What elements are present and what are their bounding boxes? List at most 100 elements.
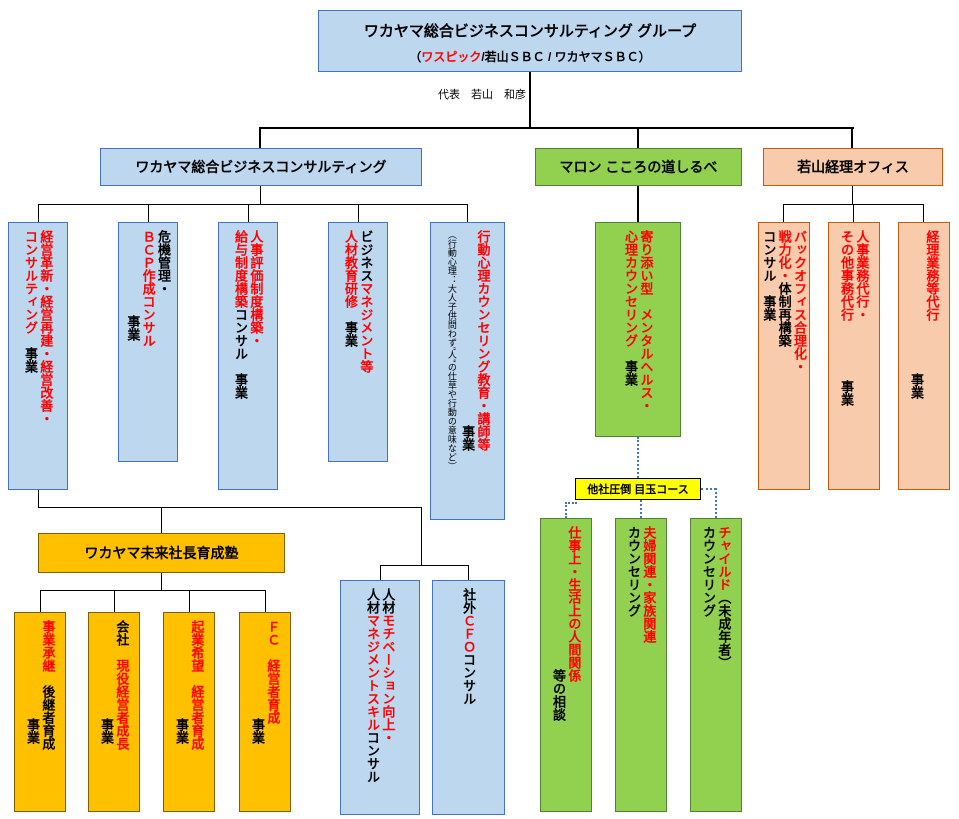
text-segment: 体制再構築	[776, 282, 792, 347]
box-keiei-kakushin: 経営革新・経営再建・経営改善・コンサルティング事業	[8, 222, 68, 490]
text-segment: 事業	[99, 717, 114, 744]
text-segment: 事業承継	[40, 620, 56, 672]
text-segment: ビジネス	[358, 230, 374, 282]
text-segment: /若山ＳＢＣ / ワカヤマＳＢＣ）	[481, 50, 651, 64]
box-ningen-kankei: 仕事上・生活上の人間関係等の相談	[540, 518, 592, 812]
box-back-office: バックオフィス合理化・戦力化・体制再構築コンサル事業	[758, 222, 810, 490]
text-segment: 心理カウンセリング	[623, 230, 638, 347]
text-segment: ＦＣ	[265, 620, 281, 646]
text-segment: コンサル	[761, 230, 777, 282]
dotted-connector	[701, 488, 716, 490]
text-segment: 行動心理カウンセリング教育・講師等	[475, 230, 491, 451]
text-segment: （未成年者）	[716, 591, 732, 669]
text-segment: 事業	[343, 321, 358, 347]
connector	[148, 204, 149, 222]
header-keiri-office: 若山経理オフィス	[763, 148, 943, 186]
header-consulting: ワカヤマ総合ビジネスコンサルティング	[100, 148, 422, 186]
text-segment: 事業	[233, 373, 248, 399]
box-text: 人事業務代行・その他事務代行事業	[839, 230, 870, 482]
box-text: 人材モチベーション向上・人材マネジメントスキルコンサル	[365, 588, 396, 807]
text-segment: コンサルティング	[23, 230, 38, 334]
box-text: 寄り添い型 メンタルヘルス・心理カウンセリング事業	[623, 230, 653, 429]
connector	[783, 204, 784, 222]
text-segment: 経営革新・経営再建・経営改善・	[38, 230, 54, 425]
text-segment: マネジメント等	[358, 282, 374, 373]
connector	[468, 565, 469, 580]
connector	[38, 204, 39, 222]
text-segment: 起業希望	[189, 620, 205, 672]
connector-trunk-horizontal	[259, 127, 854, 129]
connector-left-group-rail	[38, 204, 468, 205]
text-segment: コンサル	[365, 731, 380, 783]
text-segment: ワスピック	[421, 50, 482, 64]
box-fc-keieisha: ＦＣ経営者育成事業	[239, 612, 291, 812]
box-text: チャイルド（未成年者）カウンセリング	[701, 526, 732, 804]
text-segment: 人事業務代行・	[854, 230, 870, 321]
connector	[265, 590, 266, 612]
group-title: ワカヤマ総合ビジネスコンサルティング グループ	[363, 23, 697, 40]
box-fufu-kazoku: 夫婦関連・家族関連カウンセリング	[615, 518, 667, 812]
text-segment: 現役経営者成長	[114, 659, 130, 750]
text-segment: 会社	[114, 620, 130, 646]
connector	[189, 590, 190, 612]
text-segment: 社外	[461, 588, 477, 614]
connector-juku-rail	[40, 590, 265, 591]
connector-drop-right	[851, 127, 853, 148]
connector-juku-stem	[161, 507, 162, 533]
box-business-jinzai: ビジネスマネジメント等人材教育研修事業	[328, 222, 388, 462]
box-keiri-daiko: 経理業務等代行事業	[898, 222, 950, 490]
text-segment: 戦力化・	[776, 230, 792, 282]
box-text: 会社現役経営者成長事業	[99, 620, 130, 804]
box-text: 社外ＣＦＯコンサル	[461, 588, 476, 807]
header-juku: ワカヤマ未来社長育成塾	[38, 533, 285, 573]
connector	[853, 204, 854, 222]
connector-middle-group-stem	[637, 186, 639, 222]
dotted-connector	[637, 437, 639, 478]
text-segment: 事業	[839, 379, 854, 406]
text-segment: ＢＣＰ作成コンサル	[140, 230, 156, 347]
connector	[161, 573, 162, 591]
box-text: ＦＣ経営者育成事業	[250, 620, 281, 804]
connector	[380, 565, 381, 580]
text-segment: 夫婦関連・家族関連	[641, 526, 657, 643]
dotted-connector	[715, 488, 717, 518]
box-jigyo-shokei: 事業承継後継者育成事業	[14, 612, 66, 812]
text-segment: 給与制度構築	[233, 230, 248, 308]
box-text: 仕事上・生活上の人間関係等の相談	[551, 526, 582, 804]
text-segment: 人材教育研修	[343, 230, 358, 308]
box-kiki-kanri: 危機管理・ＢＣＰ作成コンサル事業	[118, 222, 178, 462]
text-segment: 事業	[125, 314, 141, 341]
connector-lower-stem	[38, 490, 39, 508]
text-segment: 事業	[761, 295, 777, 321]
text-segment: バックオフィス合理化・	[791, 230, 807, 373]
text-segment: 事業	[623, 360, 638, 386]
box-text: 経営革新・経営再建・経営改善・コンサルティング事業	[23, 230, 54, 482]
connector	[40, 590, 41, 612]
connector-drop-middle	[637, 127, 639, 148]
box-text: 事業承継後継者育成事業	[25, 620, 56, 804]
box-text: 危機管理・ＢＣＰ作成コンサル事業	[125, 230, 171, 454]
text-segment: 事業	[909, 373, 924, 399]
dotted-connector	[565, 502, 567, 518]
text-segment: 後継者育成	[40, 685, 56, 750]
text-segment: カウンセリング	[701, 526, 716, 617]
box-jinji-daiko: 人事業務代行・その他事務代行事業	[828, 222, 880, 490]
box-jinji-hyoka: 人事評価制度構築・給与制度構築コンサル事業	[218, 222, 278, 490]
text-segment: 人事評価制度構築・	[248, 230, 264, 347]
text-segment: 仕事上・生活上の人間関係	[566, 526, 582, 682]
group-title-box: ワカヤマ総合ビジネスコンサルティング グループ （ワスピック/若山ＳＢＣ / ワ…	[318, 10, 742, 72]
text-segment: コンサル	[233, 308, 248, 360]
connector	[358, 204, 359, 222]
text-segment: コンサル	[461, 653, 477, 705]
text-segment: 事業	[250, 717, 265, 744]
box-text: バックオフィス合理化・戦力化・体制再構築コンサル事業	[761, 230, 807, 482]
connector-trunk-vertical	[529, 71, 531, 128]
box-geneki-keieisha: 会社現役経営者成長事業	[88, 612, 140, 812]
box-jinzai-motivation: 人材モチベーション向上・人材マネジメントスキルコンサル	[340, 580, 420, 815]
text-segment: 人材	[380, 588, 396, 614]
text-segment: 事業	[23, 347, 38, 373]
connector	[421, 507, 422, 566]
text-segment: チャイルド	[716, 526, 732, 591]
text-segment: その他事務代行	[839, 230, 854, 321]
